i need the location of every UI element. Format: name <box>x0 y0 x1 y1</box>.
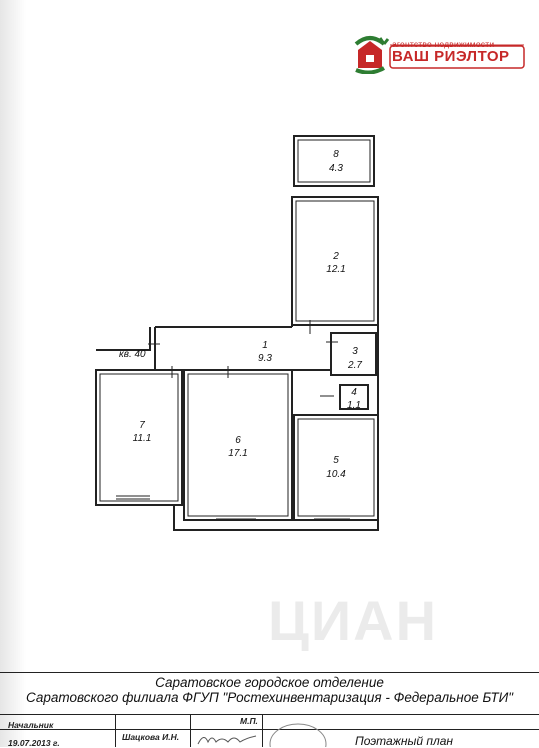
apartment-label: кв. 40 <box>119 349 146 360</box>
house-icon <box>354 36 390 75</box>
room-7-inner <box>99 373 179 502</box>
signature <box>197 735 257 745</box>
room-3-walls <box>330 332 377 376</box>
room-6-area: 17.1 <box>228 448 247 459</box>
room-4-walls <box>339 384 369 410</box>
seal-label: М.П. <box>240 716 258 726</box>
position-label: Начальник <box>8 720 54 730</box>
room-4-number: 4 <box>351 387 357 398</box>
room-6-number: 6 <box>235 435 241 446</box>
room-7-area: 11.1 <box>133 433 152 444</box>
corridor-walls <box>154 320 330 371</box>
logo-frame <box>389 44 525 69</box>
room-2-number: 2 <box>332 251 339 262</box>
room-7-walls <box>95 369 183 506</box>
room-7-number: 7 <box>139 420 145 431</box>
stamp-row-line <box>0 729 539 730</box>
room-4-area: 1.1 <box>347 400 361 411</box>
scan-shadow <box>0 0 26 747</box>
outer-contour <box>96 325 379 531</box>
stamp-col-2 <box>190 714 191 747</box>
room-5-walls <box>293 414 379 521</box>
room-2-area: 12.1 <box>326 264 345 275</box>
stamp-col-1 <box>115 714 116 747</box>
room-5-inner <box>297 418 375 517</box>
realtor-logo <box>350 30 528 75</box>
room-8-walls <box>293 135 375 187</box>
document-title: Поэтажный план <box>355 734 454 748</box>
room-3-number: 3 <box>352 346 358 357</box>
room-6-walls <box>183 369 293 521</box>
room-1-area: 9.3 <box>258 353 272 364</box>
room-2-inner <box>295 200 375 322</box>
logo-name: ВАШ РИЭЛТОР <box>392 48 510 65</box>
stamp-top-line <box>0 672 539 673</box>
logo-tagline: агентство недвижимости <box>392 39 495 49</box>
watermark: ЦИАН <box>268 589 439 652</box>
room-1-number: 1 <box>262 340 268 351</box>
floor-plan-drawing: 8 4.3 2 12.1 1 9.3 3 2.7 4 1.1 7 11.1 6 … <box>95 135 379 531</box>
stamp-mid-line <box>0 714 539 715</box>
org-line-2: Саратовского филиала ФГУП "Ростехинвента… <box>25 690 514 705</box>
stamp-col-3 <box>262 714 263 747</box>
room-5-number: 5 <box>333 455 339 466</box>
room-5-area: 10.4 <box>326 469 346 480</box>
room-3-area: 2.7 <box>347 360 362 371</box>
room-8-number: 8 <box>333 149 339 160</box>
room-8-area: 4.3 <box>329 163 343 174</box>
date-value: 19.07.2013 г. <box>8 738 60 748</box>
org-line-1: Саратовское городское отделение <box>155 675 384 690</box>
seal-stamp <box>269 723 327 747</box>
name-value: Шацкова И.Н. <box>122 732 180 742</box>
balcony-inner <box>297 139 371 183</box>
